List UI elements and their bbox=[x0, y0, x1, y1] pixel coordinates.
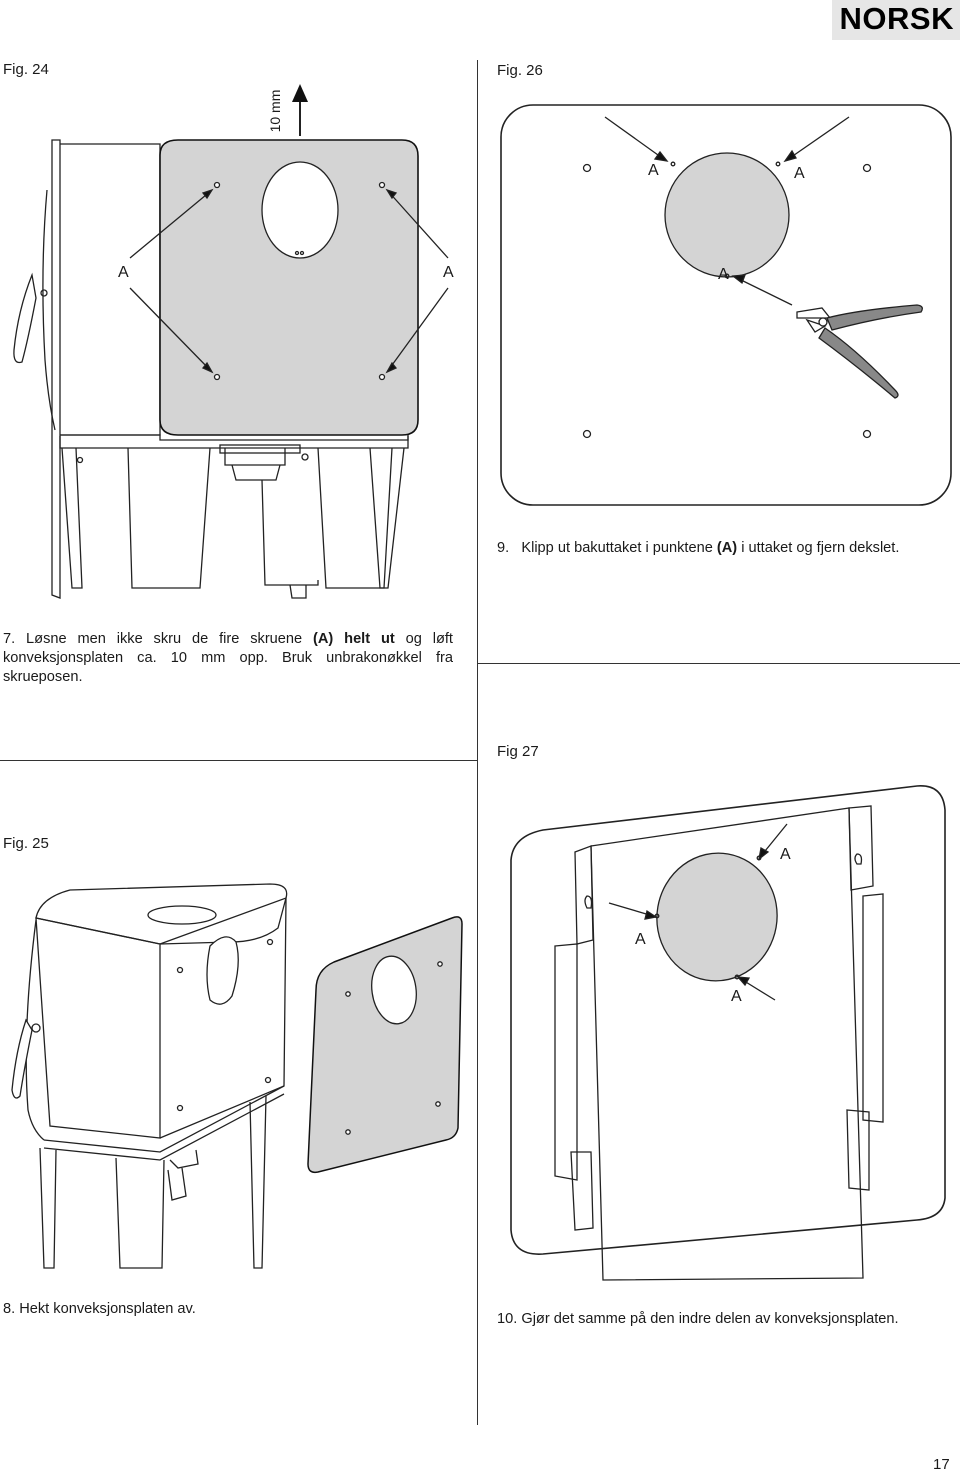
fig24-dimension: 10 mm bbox=[267, 89, 283, 133]
step9-bold-a: (A) bbox=[716, 540, 738, 556]
language-label: NORSK bbox=[839, 1, 954, 36]
step10-caption: 10. Gjør det samme på den indre delen av… bbox=[497, 1311, 899, 1327]
vertical-divider bbox=[477, 60, 478, 1425]
step7-bold-helt: helt ut bbox=[344, 631, 395, 647]
fig24-label: Fig. 24 bbox=[3, 61, 49, 78]
step9-text-after: i uttaket og fjern dekslet. bbox=[741, 540, 900, 556]
fig25-illustration bbox=[11, 883, 463, 1269]
divider-right bbox=[478, 663, 960, 664]
fig27-callout-a1: A bbox=[780, 846, 791, 863]
fig26-callout-a3: A bbox=[718, 266, 729, 283]
fig27-illustration bbox=[510, 785, 946, 1281]
fig25-label: Fig. 25 bbox=[3, 835, 49, 852]
fig26-callout-a1: A bbox=[648, 162, 659, 179]
step7-caption: 7. Løsne men ikke skru de fire skruene (… bbox=[3, 630, 453, 687]
step8-caption: 8. Hekt konveksjonsplaten av. bbox=[3, 1301, 196, 1317]
fig27-label: Fig 27 bbox=[497, 743, 539, 760]
step7-text-before: Løsne men ikke skru de fire skruene bbox=[26, 631, 303, 647]
step9-number: 9. bbox=[497, 540, 510, 556]
step7-number: 7. bbox=[3, 631, 16, 647]
step7-text-after: og løft konveksjonsplaten ca. 10 mm opp.… bbox=[3, 631, 453, 685]
fig24-callout-a1: A bbox=[118, 264, 129, 281]
fig24-illustration bbox=[13, 84, 449, 599]
fig26-label: Fig. 26 bbox=[497, 62, 543, 79]
language-tab: NORSK bbox=[832, 0, 960, 40]
fig24-callout-a2: A bbox=[443, 264, 454, 281]
fig26-callout-a2: A bbox=[794, 165, 805, 182]
step9-text-before: Klipp ut bakuttaket i punktene bbox=[521, 540, 713, 556]
fig26-illustration bbox=[500, 104, 952, 506]
step7-bold-a: (A) bbox=[313, 631, 334, 647]
fig27-callout-a2: A bbox=[635, 931, 646, 948]
page-number: 17 bbox=[933, 1456, 950, 1473]
fig27-callout-a3: A bbox=[731, 988, 742, 1005]
step9-caption: 9. Klipp ut bakuttaket i punktene (A) i … bbox=[497, 539, 957, 558]
divider-left bbox=[0, 760, 478, 761]
